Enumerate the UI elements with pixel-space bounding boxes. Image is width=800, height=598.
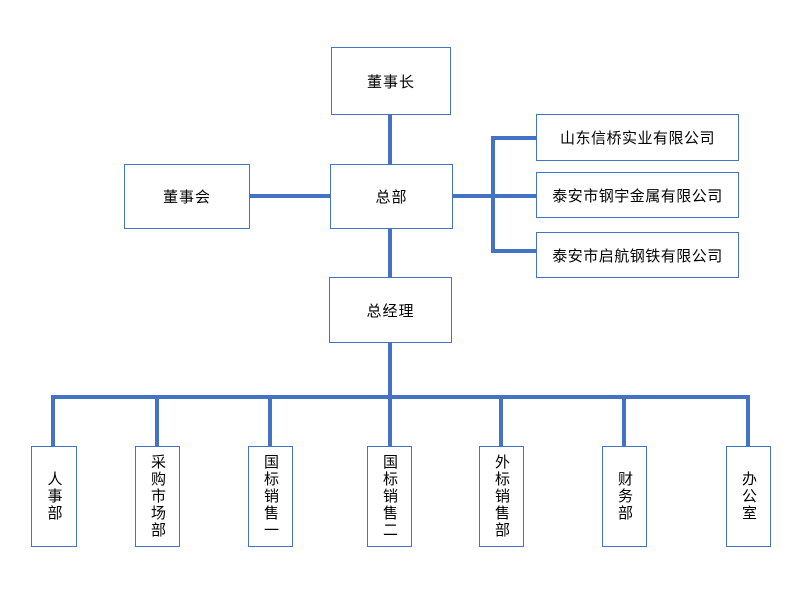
connector-bracket-subsidiary-3 xyxy=(493,249,536,253)
connector-bracket-subsidiary-1 xyxy=(493,136,536,140)
org-node-chairman: 董事长 xyxy=(331,47,451,115)
org-node-subsidiary-2: 泰安市钢宇金属有限公司 xyxy=(536,172,739,218)
connector-board-headquarters xyxy=(250,194,330,198)
connector-bus-department-6 xyxy=(622,395,626,446)
org-node-department-3: 国标销售一 xyxy=(248,446,293,547)
org-node-department-2: 采购市场部 xyxy=(135,446,180,547)
org-node-headquarters: 总部 xyxy=(330,164,453,229)
org-node-general-manager: 总经理 xyxy=(329,277,452,343)
connector-bus-department-1 xyxy=(51,395,55,446)
connector-bus-department-3 xyxy=(268,395,272,446)
connector-bus-department-2 xyxy=(155,395,159,446)
connector-chairman-headquarters xyxy=(388,115,392,164)
org-node-department-7: 办公室 xyxy=(726,446,771,547)
org-node-subsidiary-1: 山东信桥实业有限公司 xyxy=(536,114,739,161)
org-node-department-1: 人事部 xyxy=(31,446,77,547)
org-node-department-4: 国标销售二 xyxy=(367,446,412,547)
org-node-subsidiary-3: 泰安市启航钢铁有限公司 xyxy=(536,232,739,278)
subsidiaries-bracket-vertical xyxy=(491,136,495,253)
connector-general-manager-departments xyxy=(388,343,392,446)
org-node-department-6: 财务部 xyxy=(602,446,647,547)
org-node-board: 董事会 xyxy=(124,164,250,229)
connector-bus-department-5 xyxy=(499,395,503,446)
connector-bus-department-7 xyxy=(746,395,750,446)
org-node-department-5: 外标销售部 xyxy=(479,446,524,547)
connector-headquarters-general-manager xyxy=(388,229,392,277)
departments-bus-line xyxy=(51,395,750,399)
